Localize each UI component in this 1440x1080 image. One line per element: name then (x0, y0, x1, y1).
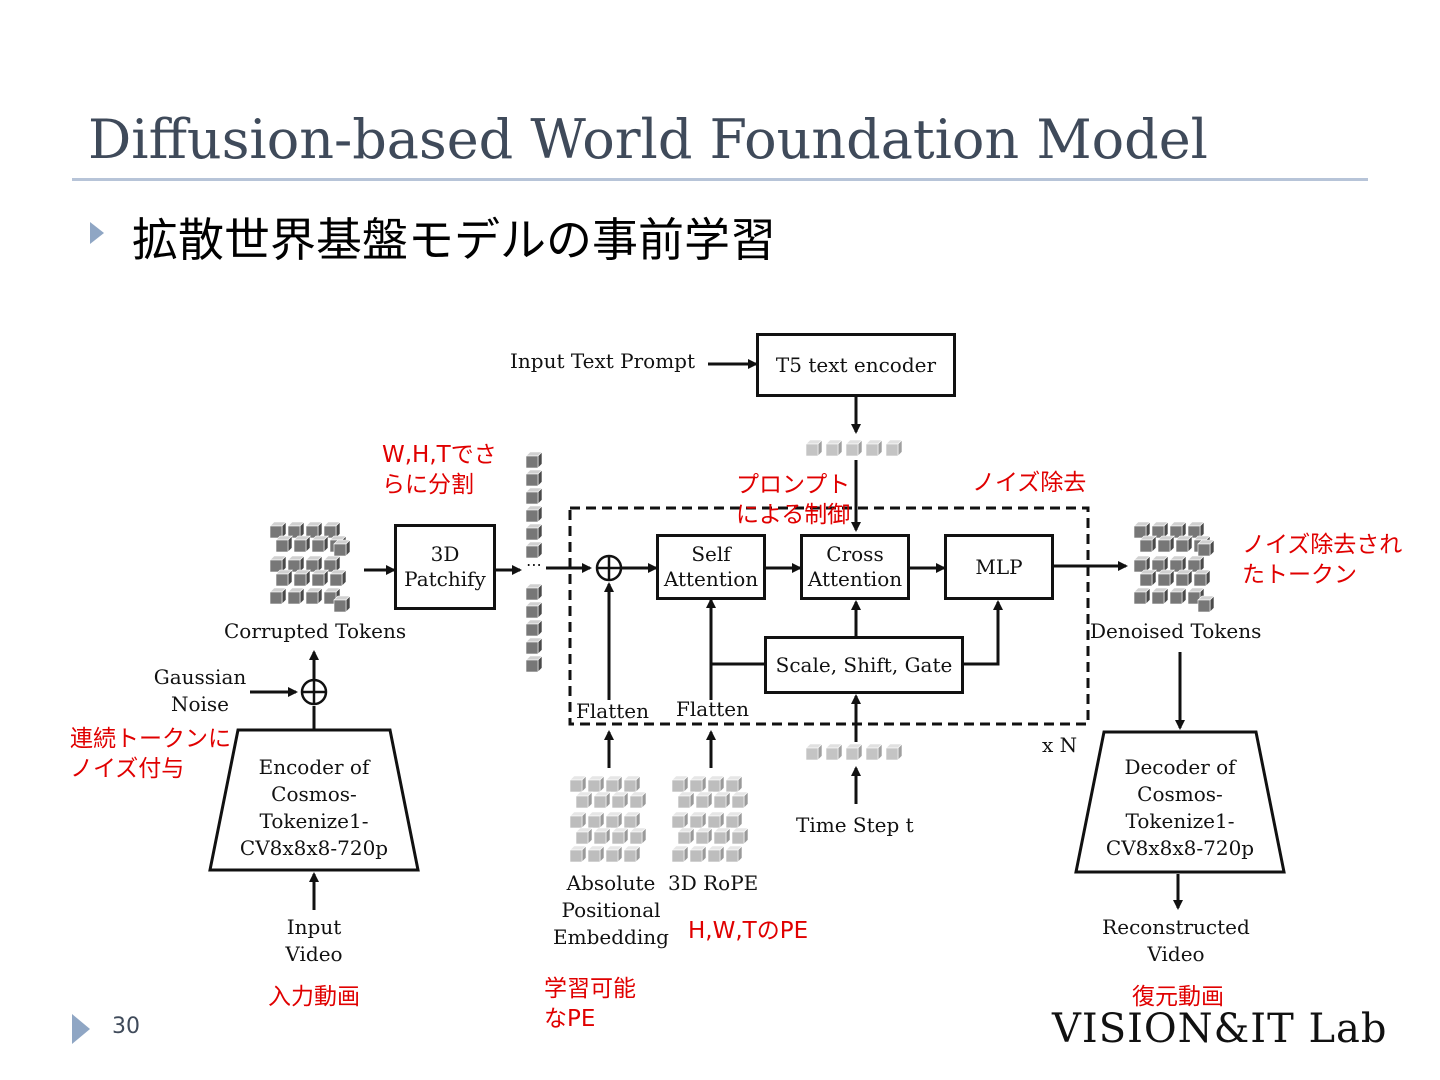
transformer-block-frame (568, 506, 1090, 726)
flatten-label-2: Flatten (676, 697, 749, 721)
absolute-pe-label: Absolute Positional Embedding (553, 871, 669, 949)
decoder-trapezoid (1074, 730, 1286, 874)
denoised-tokens-label: Denoised Tokens (1090, 619, 1262, 643)
denoised-tokens-cubes (1133, 521, 1215, 613)
annotation-hwt-pe: H,W,TのPE (688, 918, 809, 944)
annotation-denoised-tokens: ノイズ除去されたトークン (1242, 532, 1403, 588)
annotation-split: W,H,Tでさらに分割 (382, 442, 497, 498)
bullet-triangle-icon (90, 222, 104, 244)
annotation-reconstructed: 復元動画 (1132, 984, 1224, 1010)
add-noise-icon (300, 678, 328, 706)
annotation-denoise: ノイズ除去 (972, 470, 1087, 496)
scale-shift-gate-box: Scale, Shift, Gate (764, 636, 964, 694)
annotation-prompt-control: プロンプトによる制御 (736, 472, 851, 528)
lab-logo: VISION&IT Lab (1052, 1006, 1388, 1052)
corrupted-tokens-cubes (269, 521, 351, 613)
t5-encoder-box: T5 text encoder (756, 333, 956, 397)
footer-triangle-icon (72, 1014, 90, 1044)
bullet-text: 拡散世界基盤モデルの事前学習 (132, 213, 776, 267)
repeat-n-label: x N (1042, 733, 1078, 757)
text-embedding-tokens (805, 439, 903, 457)
corrupted-tokens-label: Corrupted Tokens (224, 619, 407, 643)
decoder-label: Decoder of Cosmos- Tokenize1- CV8x8x8-72… (1105, 755, 1255, 860)
input-text-prompt-label: Input Text Prompt (510, 349, 696, 373)
annotation-input-video: 入力動画 (268, 984, 360, 1010)
encoder-trapezoid (208, 728, 420, 872)
time-embedding-tokens (805, 743, 903, 761)
absolute-pe-cubes (569, 775, 647, 863)
page-number: 30 (112, 1014, 140, 1039)
mlp-box: MLP (944, 534, 1054, 600)
encoder-label: Encoder of Cosmos- Tokenize1- CV8x8x8-72… (239, 755, 389, 860)
slide-title: Diffusion-based World Foundation Model (88, 108, 1208, 171)
svg-text:⋯: ⋯ (526, 555, 542, 574)
annotation-noise-add: 連続トークンにノイズ付与 (70, 726, 231, 782)
add-positional-icon (595, 554, 623, 582)
time-step-label: Time Step t (796, 813, 914, 837)
rope-label: 3D RoPE (668, 871, 759, 895)
title-underline (72, 178, 1368, 181)
annotation-learnable-pe: 学習可能なPE (544, 976, 636, 1032)
flatten-label-1: Flatten (576, 699, 649, 723)
rope-cubes (671, 775, 749, 863)
arrow-scale-to-mlp (962, 600, 1003, 666)
